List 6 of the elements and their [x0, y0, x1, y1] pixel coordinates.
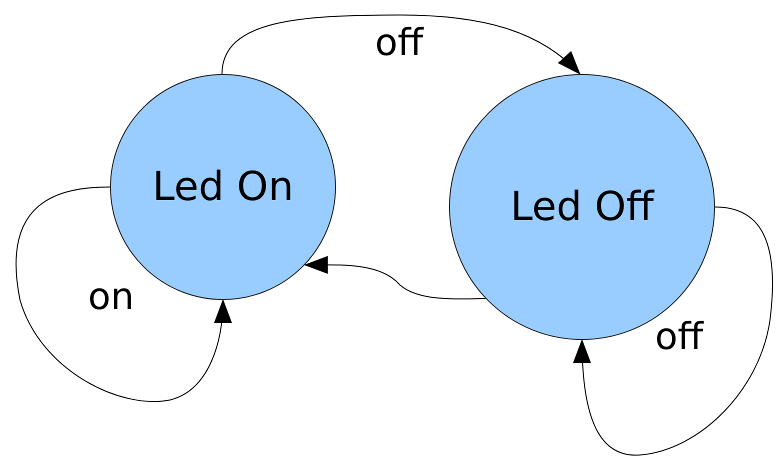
state-label: Led On: [152, 164, 294, 210]
transition-arrow: [573, 206, 774, 456]
transition-arrow: [16, 186, 232, 402]
transition-arrow: [304, 256, 486, 300]
transition-arrow: [222, 14, 581, 75]
state-label: Led Off: [510, 184, 654, 230]
